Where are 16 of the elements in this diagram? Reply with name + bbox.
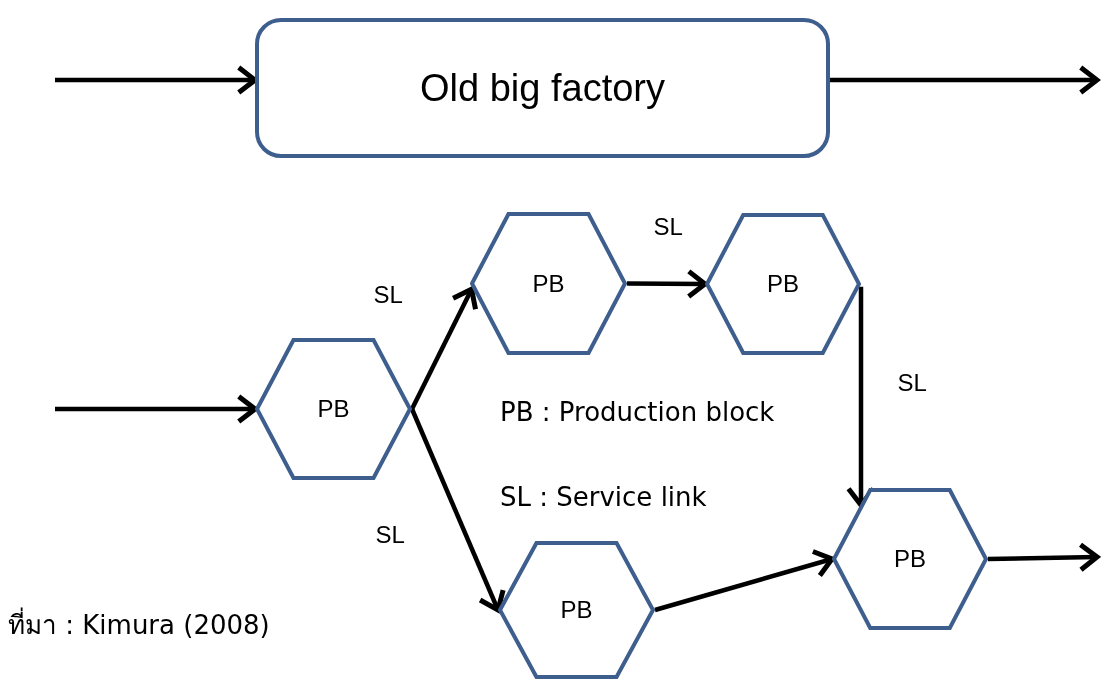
arrow	[654, 549, 835, 613]
arrow	[55, 394, 258, 424]
arrow	[830, 65, 1100, 95]
hexagon-block: PB	[498, 541, 655, 679]
process-box: Old big factory	[255, 18, 830, 158]
legend-text: PB : Production block	[500, 397, 775, 427]
arrow	[409, 408, 506, 613]
hexagon-block: PB	[832, 488, 988, 630]
legend-text: SL : Service link	[500, 482, 707, 512]
hexagon-block: PB	[470, 212, 627, 355]
hexagon-block: PB	[255, 338, 412, 480]
arrow	[627, 268, 708, 299]
source-note: ที่มา : Kimura (2008)	[8, 606, 270, 642]
arrow	[987, 542, 1100, 573]
hexagon-block: PB	[705, 213, 861, 355]
arrow	[410, 286, 479, 410]
